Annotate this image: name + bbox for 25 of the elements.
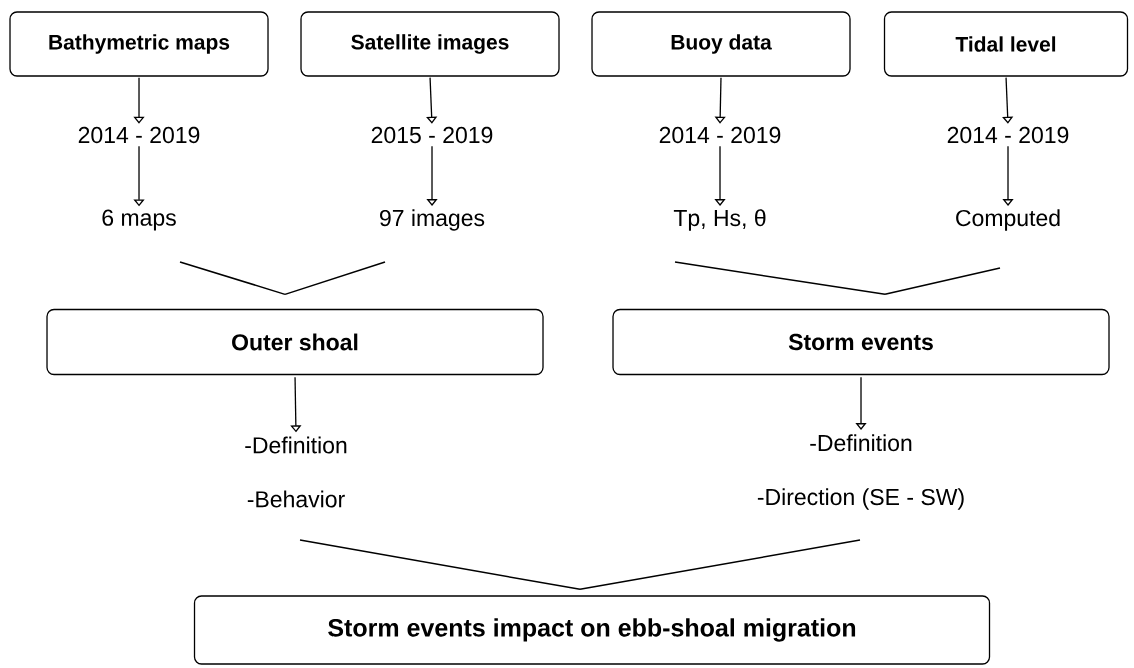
item-list: -Definition -Behavior: [245, 436, 347, 508]
step-text: Tp, Hs, θ: [673, 209, 766, 231]
source-box: Tidal level: [883, 11, 1129, 77]
joining-line: [674, 261, 886, 296]
joining-line: [179, 261, 286, 296]
step-text: Computed: [956, 209, 1060, 231]
item-list: -Definition -Direction (SE - SW): [757, 434, 964, 510]
joining-line: [579, 539, 861, 591]
topic-box: Storm events: [612, 308, 1110, 376]
source-box: Bathymetric maps: [9, 11, 269, 77]
joining-line: [284, 261, 386, 296]
source-box: Satellite images: [300, 11, 560, 77]
topic-box: Outer shoal: [46, 308, 544, 376]
step-text: 6 maps: [102, 209, 176, 231]
joining-line: [299, 539, 581, 591]
result-box: Storm events impact on ebb-shoal migration: [193, 595, 991, 665]
step-text: 2014 - 2019: [78, 126, 200, 144]
arrow: [1002, 77, 1014, 124]
step-text: 2014 - 2019: [659, 126, 781, 144]
joining-line: [884, 267, 1001, 296]
step-text: 2015 - 2019: [371, 126, 493, 144]
step-text: 97 images: [380, 209, 485, 231]
arrow: [426, 77, 438, 124]
source-box: Buoy data: [591, 11, 851, 77]
step-text: 2014 - 2019: [947, 126, 1069, 144]
